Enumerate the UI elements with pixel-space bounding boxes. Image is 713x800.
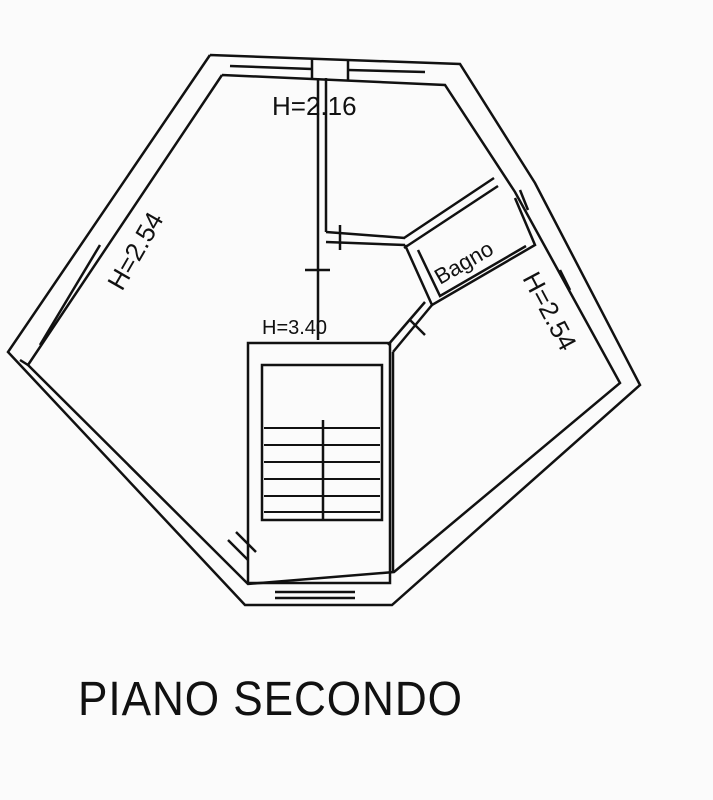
height-label-left: H=2.54 [101, 207, 169, 295]
outer-wall [6, 53, 642, 607]
height-label-stair: H=3.40 [262, 317, 327, 339]
inner-wall [26, 73, 622, 586]
height-label-top: H=2.16 [272, 91, 357, 121]
height-label-right: H=2.54 [517, 267, 583, 356]
floor-title: PIANO SECONDO [78, 673, 463, 726]
